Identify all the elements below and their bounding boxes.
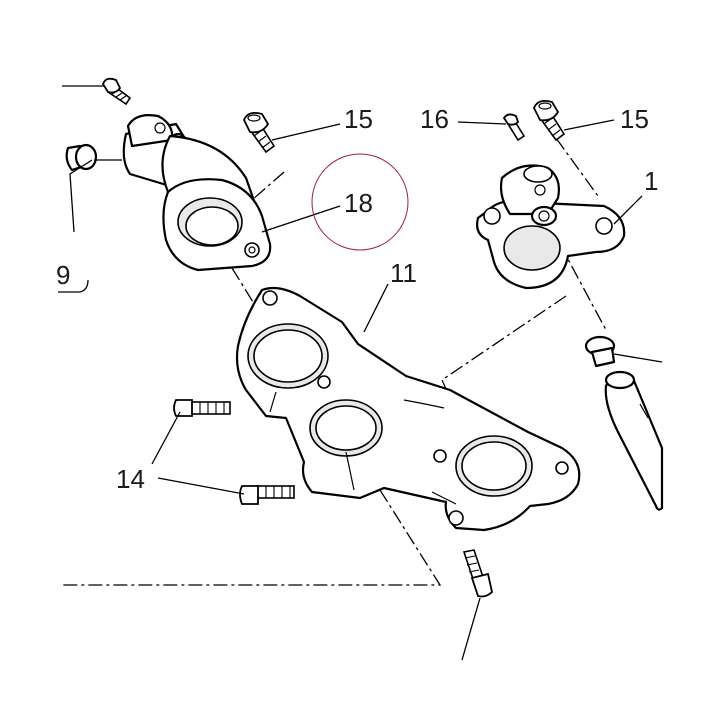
bolt-16	[502, 113, 526, 142]
bolt-14-lower	[239, 485, 295, 505]
callout-9: 9	[56, 260, 70, 290]
callout-18: 18	[344, 188, 373, 218]
leader-lines	[62, 85, 663, 661]
temperature-sender	[604, 370, 664, 511]
centerline-right	[555, 137, 599, 197]
callout-15-left: 15	[344, 104, 373, 134]
bolt-top-left	[102, 77, 132, 106]
callout-11: 11	[390, 258, 417, 288]
callout-14: 14	[116, 464, 145, 494]
bolt-bottom	[462, 549, 493, 598]
callout-labels: 15 16 15 1 18 11 14 9	[56, 104, 658, 494]
highlight-circle	[311, 153, 409, 251]
part-18-elbow-outlet	[122, 114, 272, 272]
bolt-15-left	[243, 111, 276, 154]
centerline-bottom	[62, 489, 442, 586]
plug-left	[65, 143, 98, 172]
plug-right	[584, 335, 616, 368]
callout-9-bracket	[58, 279, 89, 293]
callout-16: 16	[420, 104, 449, 134]
callout-15-right: 15	[620, 104, 649, 134]
bolt-14-upper	[173, 399, 231, 417]
part-1-elbow-outlet-right	[476, 164, 626, 290]
part-11-manifold	[235, 286, 581, 532]
bolt-15-right	[533, 99, 566, 142]
callout-1: 1	[644, 166, 658, 196]
